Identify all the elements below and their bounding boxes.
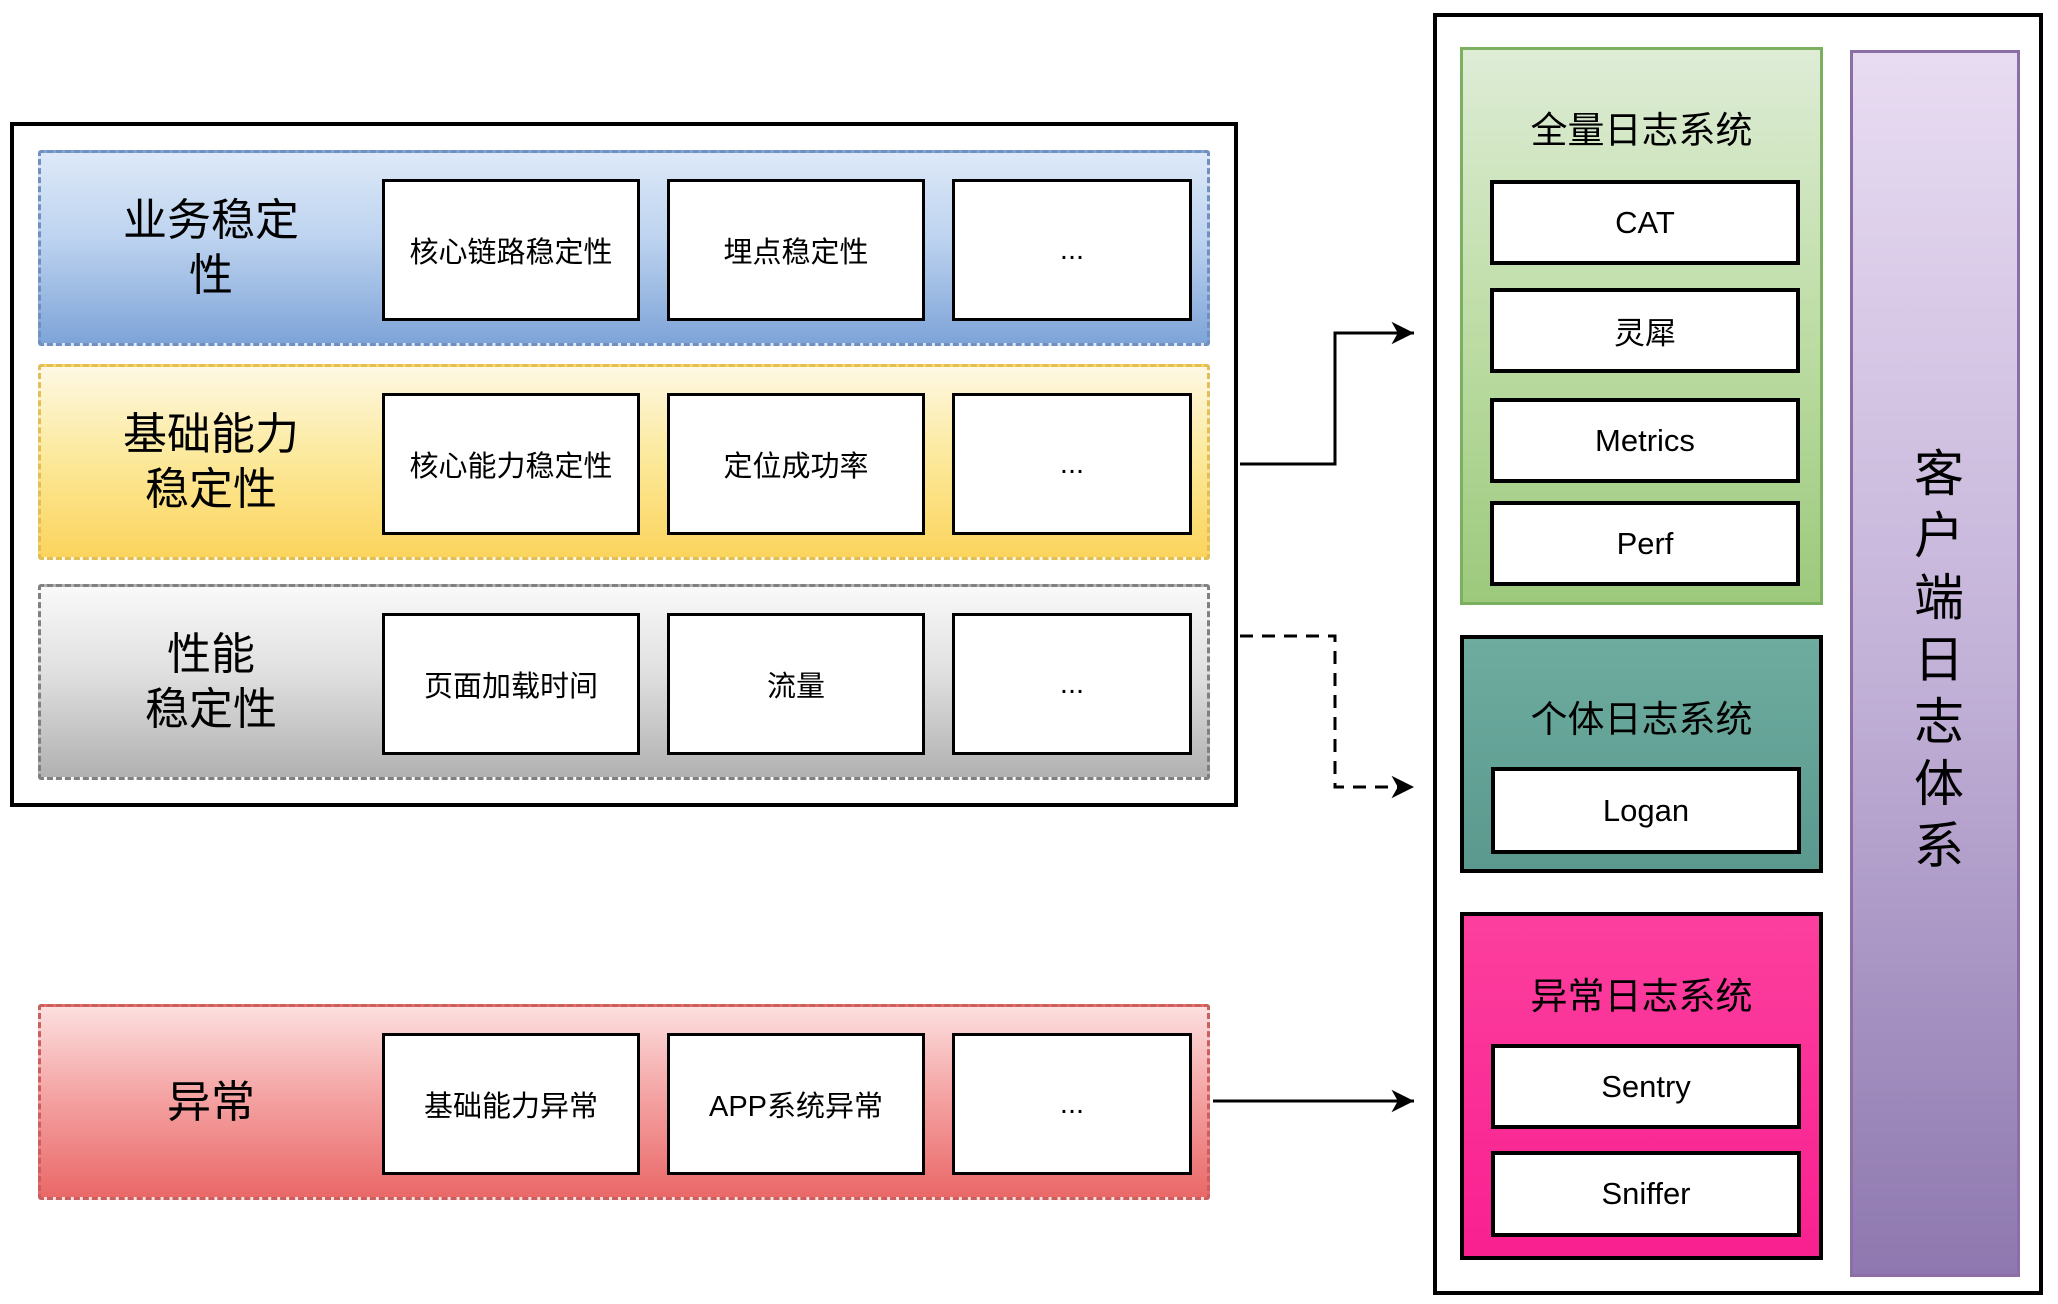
full-log-system-panel: 全量日志系统 CAT 灵犀 Metrics Perf — [1460, 47, 1823, 605]
metric-box: 流量 — [667, 613, 925, 755]
log-tool-box: CAT — [1490, 180, 1800, 265]
band-performance-stability: 性能 稳定性 页面加载时间 流量 ... — [38, 584, 1210, 780]
panel-title: 全量日志系统 — [1530, 110, 1753, 151]
metric-box-ellipsis: ... — [952, 393, 1192, 535]
metric-box-ellipsis: ... — [952, 613, 1192, 755]
metric-box: 定位成功率 — [667, 393, 925, 535]
band-business-stability: 业务稳定 性 核心链路稳定性 埋点稳定性 ... — [38, 150, 1210, 346]
log-tool-box: Perf — [1490, 501, 1800, 586]
band-label: 业务稳定 性 — [123, 196, 299, 300]
metric-box: 核心能力稳定性 — [382, 393, 640, 535]
log-tool-box: Logan — [1491, 767, 1801, 854]
arrow-solid-to-full-log — [1240, 321, 1414, 466]
log-tool-box: Sentry — [1491, 1044, 1801, 1129]
individual-log-system-panel: 个体日志系统 Logan — [1460, 635, 1823, 873]
metric-box: APP系统异常 — [667, 1033, 925, 1175]
metric-box-ellipsis: ... — [952, 1033, 1192, 1175]
log-tool-box: Sniffer — [1491, 1151, 1801, 1237]
metric-box-ellipsis: ... — [952, 179, 1192, 321]
metric-box: 埋点稳定性 — [667, 179, 925, 321]
arrow-dashed-to-individual-log — [1240, 634, 1414, 799]
panel-title: 个体日志系统 — [1530, 699, 1753, 740]
log-tool-box: 灵犀 — [1490, 288, 1800, 373]
band-exception: 异常 基础能力异常 APP系统异常 ... — [38, 1004, 1210, 1200]
metric-box: 基础能力异常 — [382, 1033, 640, 1175]
client-log-system-label: 客户端日志体系 — [1907, 446, 1963, 881]
band-label: 性能 稳定性 — [145, 630, 277, 734]
exception-log-system-panel: 异常日志系统 Sentry Sniffer — [1460, 912, 1823, 1260]
log-tool-box: Metrics — [1490, 398, 1800, 483]
metric-box: 核心链路稳定性 — [382, 179, 640, 321]
panel-title: 异常日志系统 — [1530, 976, 1753, 1017]
client-log-system-label-bar: 客户端日志体系 — [1850, 50, 2020, 1277]
metric-box: 页面加载时间 — [382, 613, 640, 755]
band-label: 基础能力 稳定性 — [123, 410, 299, 514]
band-label: 异常 — [167, 1077, 255, 1127]
band-basic-capability-stability: 基础能力 稳定性 核心能力稳定性 定位成功率 ... — [38, 364, 1210, 560]
